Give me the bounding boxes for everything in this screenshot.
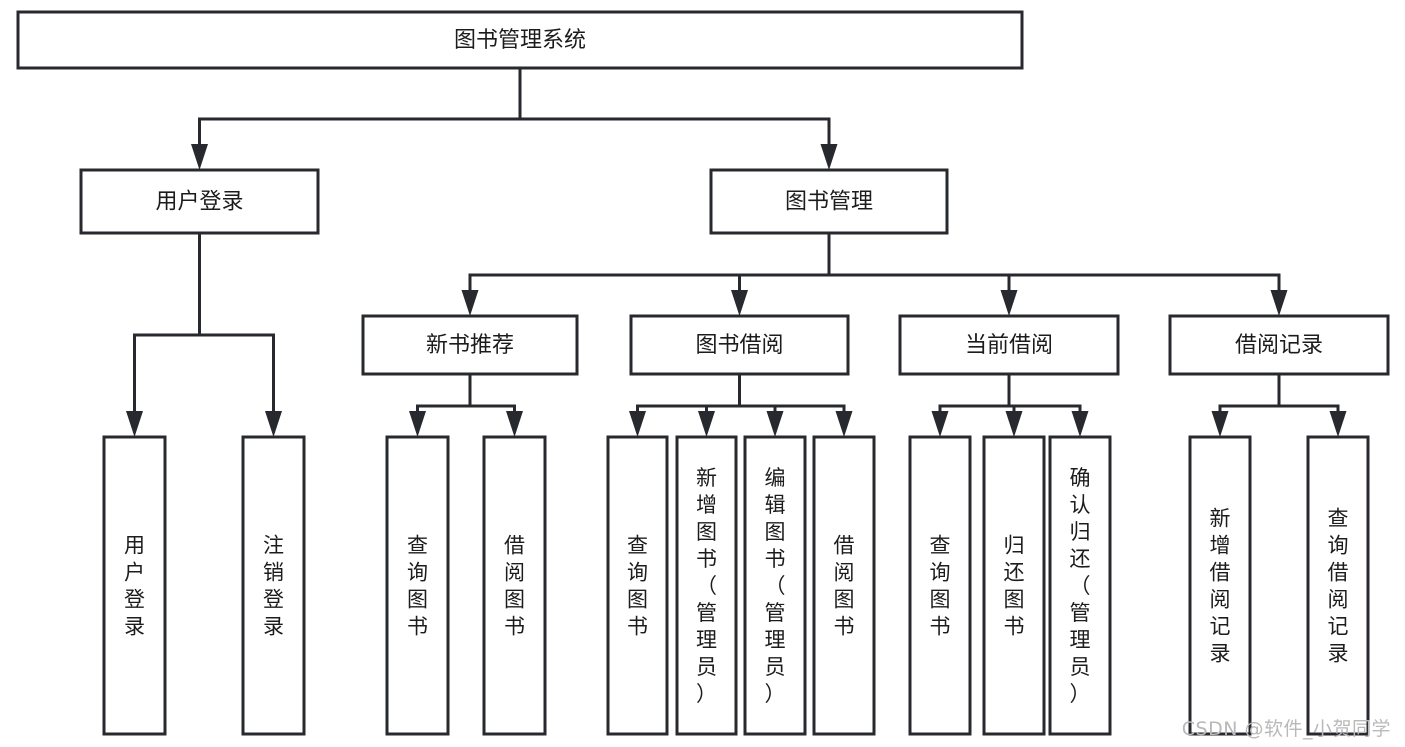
node-label-leaf-borrow-book-2: 借阅图书 bbox=[834, 534, 855, 639]
node-label-root: 图书管理系统 bbox=[454, 28, 586, 53]
node-label-leaf-return-book: 归还图书 bbox=[1004, 534, 1025, 639]
arrow-head-icon bbox=[506, 411, 523, 437]
node-box-leaf-borrow-book-2 bbox=[812, 435, 876, 736]
node-label-leaf-add-record: 新增借阅记录 bbox=[1210, 507, 1231, 666]
node-borrow-record[interactable]: 借阅记录 bbox=[1168, 314, 1390, 376]
node-label-new-book-rec: 新书推荐 bbox=[426, 333, 514, 358]
node-leaf-confirm-return[interactable]: 确认归还（管理员） bbox=[1048, 435, 1112, 736]
node-label-leaf-query-book-2: 查询图书 bbox=[627, 534, 648, 639]
arrow-head-icon bbox=[1000, 290, 1018, 316]
arrow-head-icon bbox=[265, 411, 282, 437]
node-label-leaf-borrow-book-1: 借阅图书 bbox=[504, 534, 525, 639]
node-label-current-borrow: 当前借阅 bbox=[965, 333, 1053, 358]
node-box-user-login bbox=[79, 168, 320, 235]
node-leaf-return-book[interactable]: 归还图书 bbox=[982, 435, 1046, 736]
node-box-root bbox=[16, 10, 1024, 70]
arrow-head-icon bbox=[1270, 290, 1288, 316]
node-label-leaf-confirm-return: 确认归还（管理员） bbox=[1070, 466, 1091, 706]
node-leaf-add-record[interactable]: 新增借阅记录 bbox=[1188, 435, 1252, 736]
node-box-leaf-return-book bbox=[982, 435, 1046, 736]
node-box-current-borrow bbox=[898, 314, 1120, 376]
node-leaf-query-book-1[interactable]: 查询图书 bbox=[385, 435, 450, 736]
node-label-leaf-add-book: 新增图书（管理员） bbox=[696, 466, 717, 706]
node-label-book-manage: 图书管理 bbox=[785, 190, 873, 215]
node-box-leaf-confirm-return bbox=[1048, 435, 1112, 736]
node-box-book-manage bbox=[709, 168, 949, 235]
node-box-new-book-rec bbox=[361, 314, 579, 376]
arrow-head-icon bbox=[835, 411, 853, 437]
arrow-head-icon bbox=[1071, 411, 1089, 437]
node-label-leaf-query-book-1: 查询图书 bbox=[407, 534, 428, 639]
node-box-leaf-logout bbox=[241, 435, 306, 736]
node-current-borrow[interactable]: 当前借阅 bbox=[898, 314, 1120, 376]
arrow-head-icon bbox=[1211, 411, 1229, 437]
arrow-head-icon bbox=[931, 411, 949, 437]
arrow-head-icon bbox=[409, 411, 426, 437]
node-label-leaf-user-login: 用户登录 bbox=[124, 534, 145, 639]
node-box-leaf-user-login bbox=[102, 435, 167, 736]
arrow-head-icon bbox=[629, 411, 646, 437]
node-book-manage[interactable]: 图书管理 bbox=[709, 168, 949, 235]
node-root[interactable]: 图书管理系统 bbox=[16, 10, 1024, 70]
node-box-leaf-borrow-book-1 bbox=[482, 435, 547, 736]
node-leaf-query-book-2[interactable]: 查询图书 bbox=[606, 435, 669, 736]
node-label-leaf-edit-book: 编辑图书（管理员） bbox=[765, 466, 786, 706]
node-box-book-borrow bbox=[629, 314, 850, 376]
node-book-borrow[interactable]: 图书借阅 bbox=[629, 314, 850, 376]
arrow-head-icon bbox=[820, 144, 838, 170]
node-leaf-query-record[interactable]: 查询借阅记录 bbox=[1306, 435, 1370, 736]
arrow-head-icon bbox=[766, 411, 784, 437]
node-box-leaf-add-book bbox=[675, 435, 738, 736]
node-leaf-user-login[interactable]: 用户登录 bbox=[102, 435, 167, 736]
node-label-book-borrow: 图书借阅 bbox=[695, 333, 783, 358]
arrow-head-icon bbox=[191, 144, 208, 170]
node-user-login[interactable]: 用户登录 bbox=[79, 168, 320, 235]
node-layer: 图书管理系统用户登录图书管理新书推荐图书借阅当前借阅借阅记录用户登录注销登录查询… bbox=[16, 10, 1390, 736]
node-leaf-query-book-3[interactable]: 查询图书 bbox=[908, 435, 972, 736]
arrow-head-icon bbox=[731, 290, 748, 316]
node-label-leaf-query-record: 查询借阅记录 bbox=[1328, 507, 1349, 666]
arrow-head-icon bbox=[126, 411, 143, 437]
node-box-leaf-query-record bbox=[1306, 435, 1370, 736]
node-box-borrow-record bbox=[1168, 314, 1390, 376]
node-box-leaf-query-book-2 bbox=[606, 435, 669, 736]
node-leaf-borrow-book-2[interactable]: 借阅图书 bbox=[812, 435, 876, 736]
node-label-user-login: 用户登录 bbox=[155, 190, 243, 215]
node-box-leaf-edit-book bbox=[743, 435, 807, 736]
node-box-leaf-query-book-3 bbox=[908, 435, 972, 736]
arrow-head-icon bbox=[1329, 411, 1347, 437]
node-box-leaf-query-book-1 bbox=[385, 435, 450, 736]
node-leaf-borrow-book-1[interactable]: 借阅图书 bbox=[482, 435, 547, 736]
arrow-head-icon bbox=[698, 411, 715, 437]
node-new-book-rec[interactable]: 新书推荐 bbox=[361, 314, 579, 376]
arrow-head-icon bbox=[461, 290, 479, 316]
node-label-leaf-logout: 注销登录 bbox=[263, 534, 284, 639]
connector-layer bbox=[126, 66, 1347, 437]
node-leaf-add-book[interactable]: 新增图书（管理员） bbox=[675, 435, 738, 736]
node-leaf-logout[interactable]: 注销登录 bbox=[241, 435, 306, 736]
node-label-borrow-record: 借阅记录 bbox=[1235, 333, 1323, 358]
node-label-leaf-query-book-3: 查询图书 bbox=[930, 534, 951, 639]
node-leaf-edit-book[interactable]: 编辑图书（管理员） bbox=[743, 435, 807, 736]
node-box-leaf-add-record bbox=[1188, 435, 1252, 736]
arrow-head-icon bbox=[1005, 411, 1023, 437]
